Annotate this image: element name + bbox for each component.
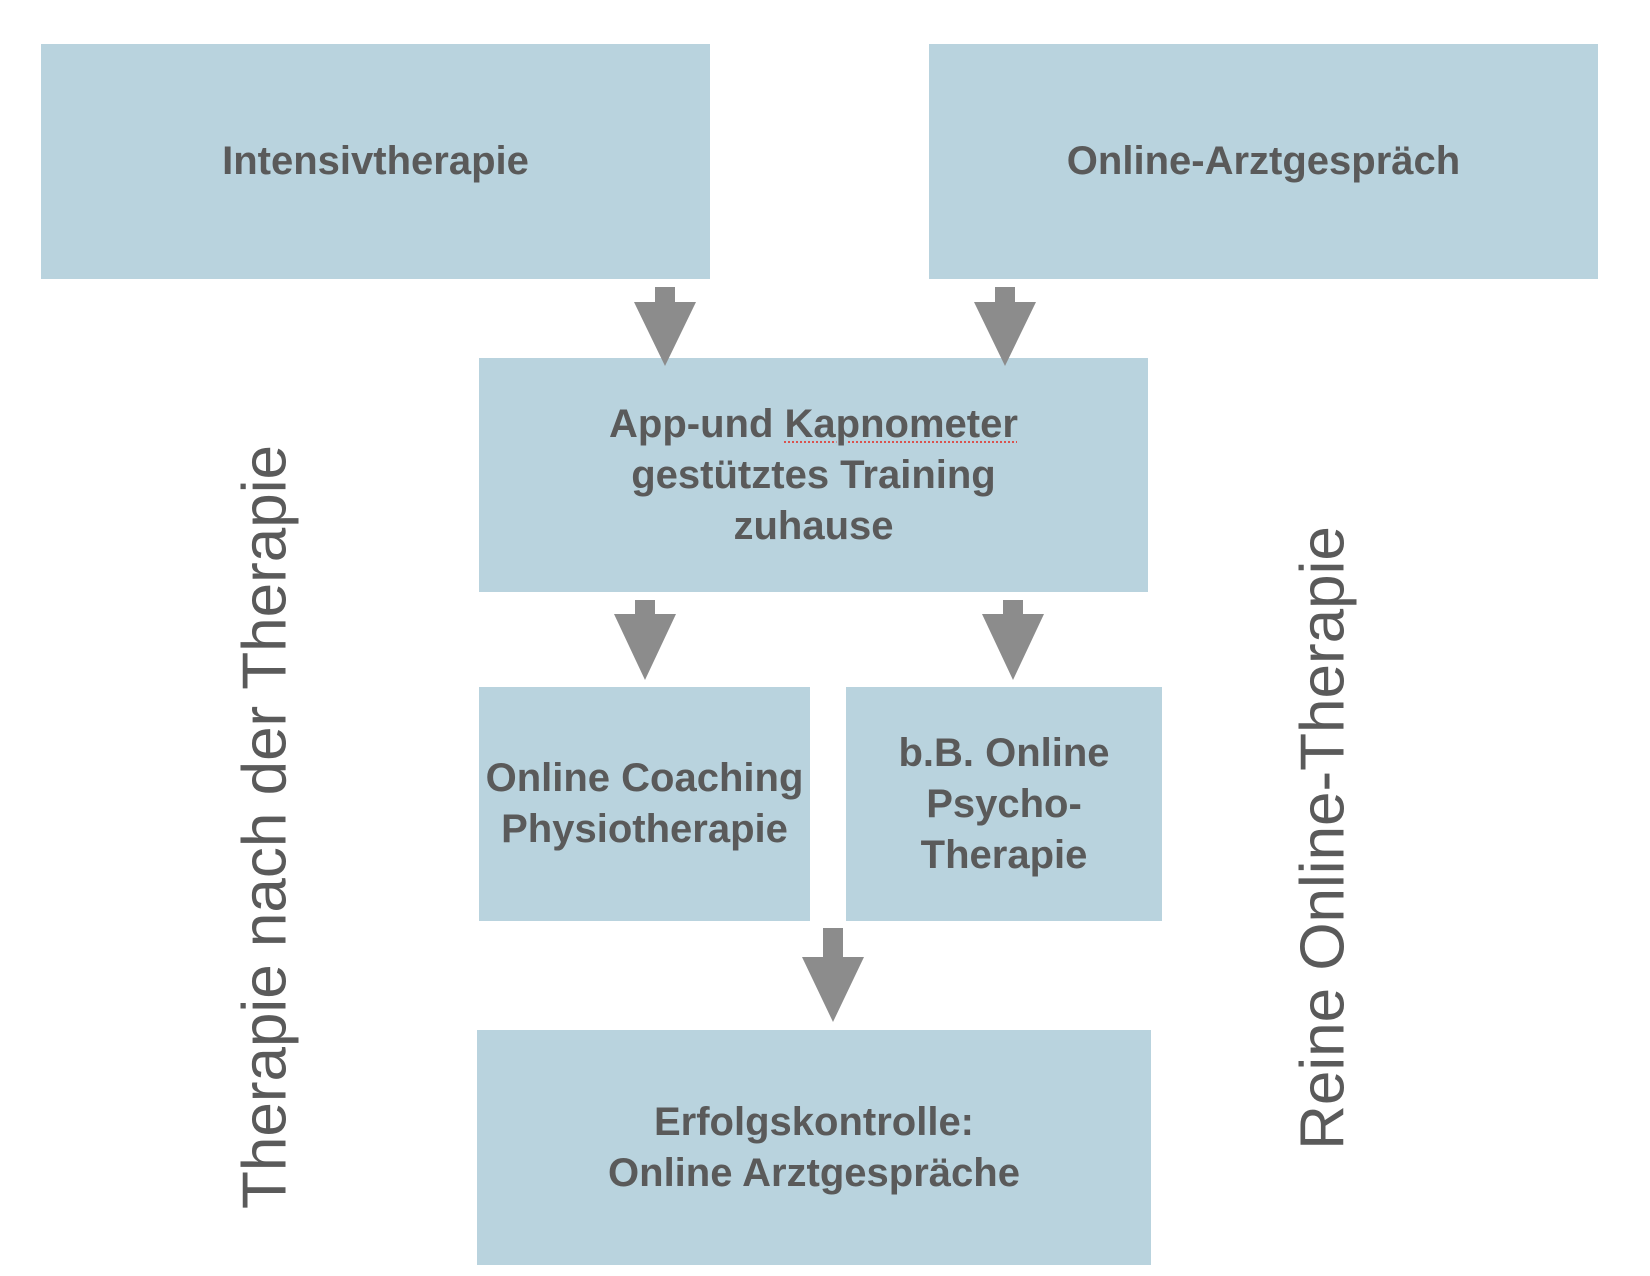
box-app-training: App-und Kapnometer gestütztes Training z…: [479, 358, 1148, 592]
arrow-down-icon: [614, 600, 676, 680]
box-online-arztgespraech: Online-Arztgespräch: [929, 44, 1598, 279]
side-label-right: Reine Online-Therapie: [1288, 526, 1358, 1150]
box-label-line-1: Online Coaching: [485, 756, 804, 800]
box-online-coaching: Online Coaching Physiotherapie: [479, 687, 810, 921]
box-label-line-2: Online Arztgespräche: [608, 1150, 1020, 1195]
box-label-line-1: Erfolgskontrolle:: [653, 1099, 975, 1144]
side-label-left: Therapie nach der Therapie: [230, 444, 300, 1210]
box-label-misspelled-word: Kapnometer: [784, 401, 1018, 446]
arrow-down-icon: [802, 928, 864, 1022]
box-label-line-1: b.B. Online: [898, 730, 1110, 775]
box-label-line-2: gestütztes Training: [631, 452, 996, 497]
box-psychotherapie: b.B. Online Psycho- Therapie: [846, 687, 1162, 921]
box-label-prefix: App-und: [609, 401, 785, 446]
box-intensivtherapie: Intensivtherapie: [41, 44, 710, 279]
arrow-down-icon: [982, 600, 1044, 680]
box-erfolgskontrolle: Erfolgskontrolle: Online Arztgespräche: [477, 1030, 1151, 1265]
box-label-line-3: Therapie: [920, 832, 1088, 877]
box-label-line-2: Psycho-: [926, 781, 1082, 826]
box-label-line-3: zuhause: [733, 503, 894, 548]
box-label: Online-Arztgespräch: [1066, 139, 1461, 183]
arrow-down-icon: [634, 287, 696, 366]
arrow-down-icon: [974, 287, 1036, 366]
box-label: Intensivtherapie: [222, 139, 529, 183]
box-label-line-2: Physiotherapie: [501, 807, 788, 851]
box-label-line-1: App-und Kapnometer: [609, 399, 1018, 450]
